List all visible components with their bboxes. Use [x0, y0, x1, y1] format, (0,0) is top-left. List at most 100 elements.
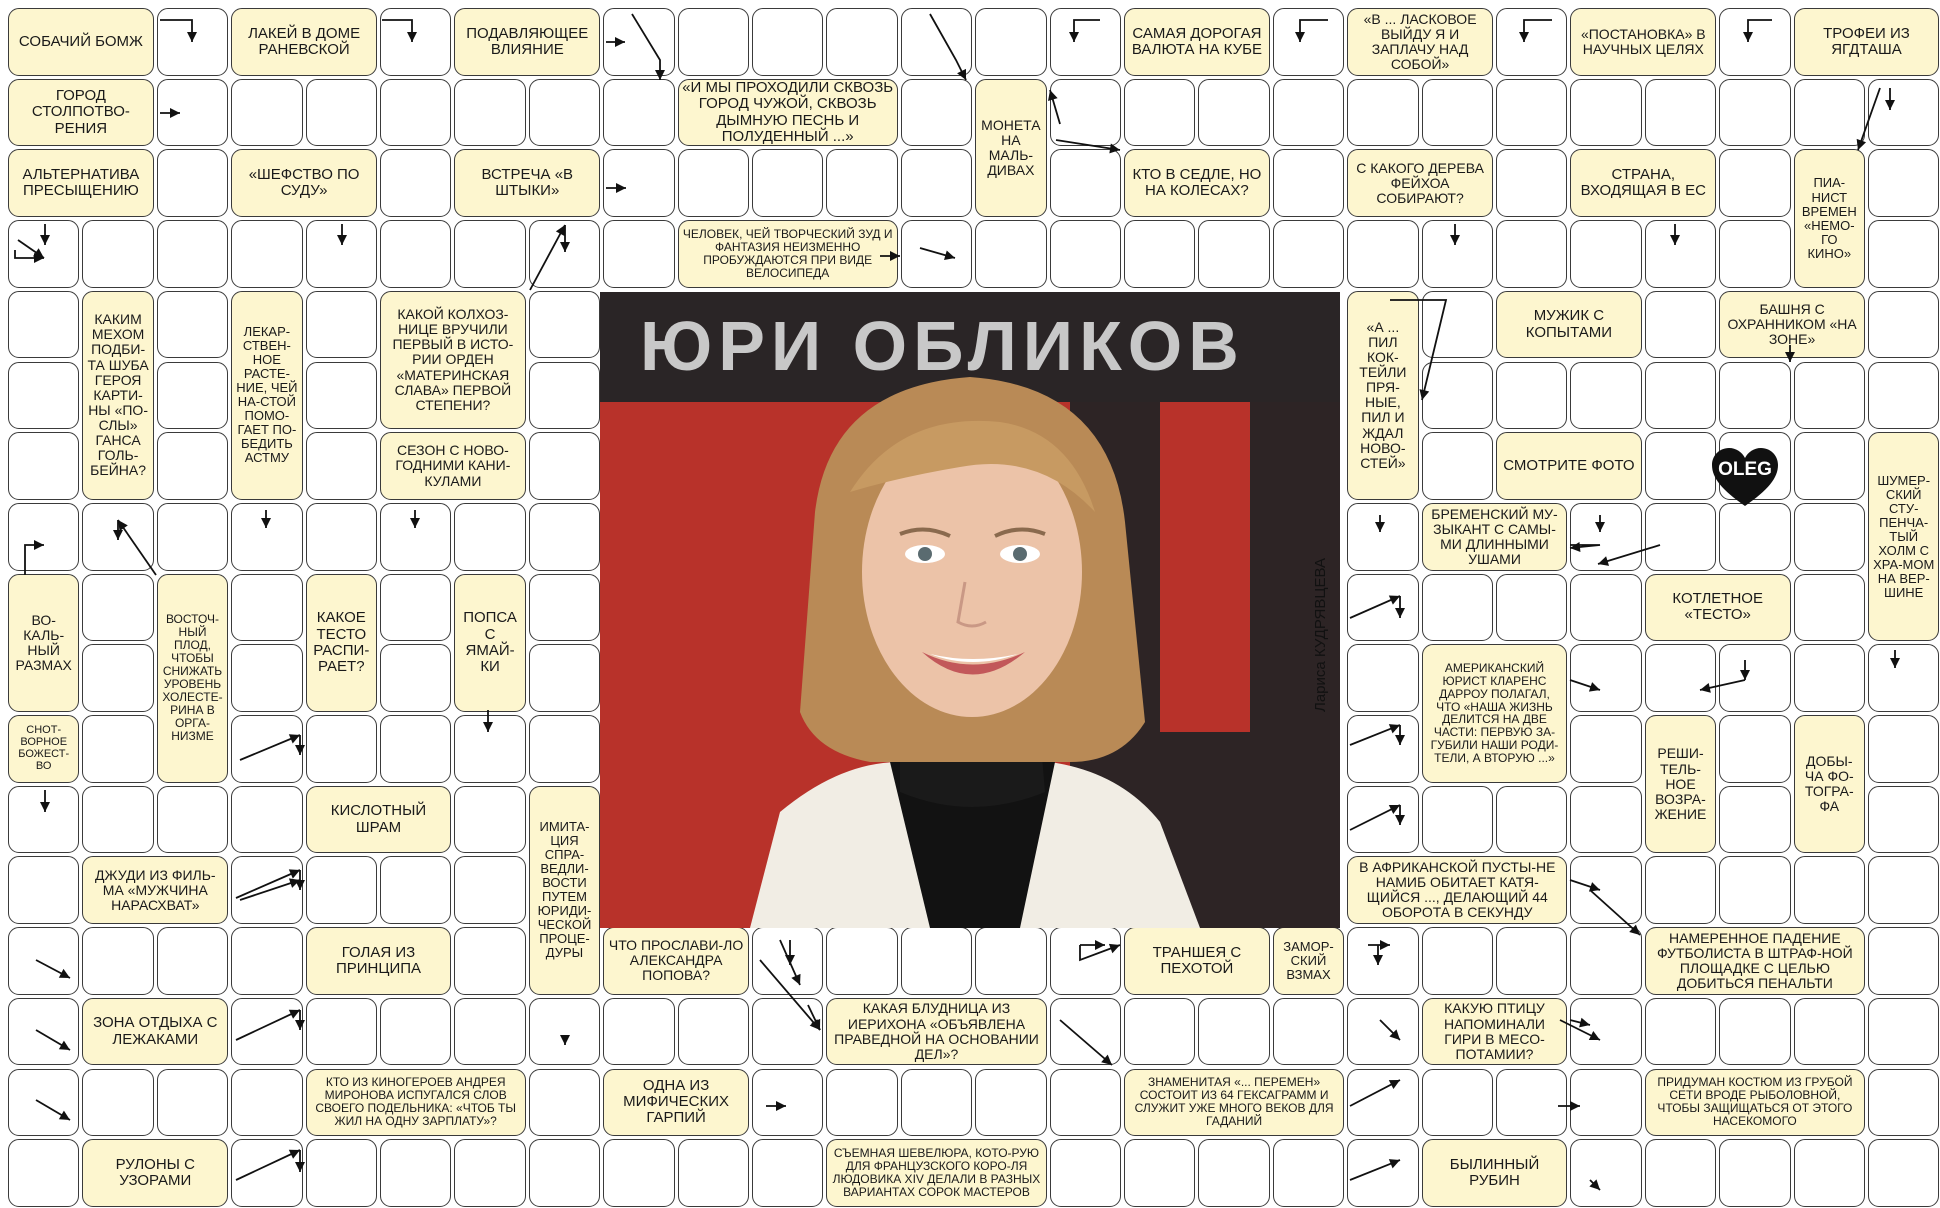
answer-cell[interactable] — [305, 997, 377, 1066]
answer-cell[interactable] — [900, 220, 973, 288]
answer-cell[interactable] — [1496, 785, 1568, 854]
answer-cell[interactable] — [82, 1068, 154, 1137]
answer-cell[interactable] — [305, 361, 377, 430]
answer-cell[interactable] — [1719, 856, 1791, 925]
answer-cell[interactable] — [1719, 361, 1791, 430]
answer-cell[interactable] — [900, 8, 973, 76]
answer-cell[interactable] — [8, 1139, 80, 1207]
answer-cell[interactable] — [1421, 78, 1493, 147]
answer-cell[interactable] — [231, 573, 303, 642]
answer-cell[interactable] — [454, 785, 526, 854]
answer-cell[interactable] — [1644, 856, 1717, 925]
answer-cell[interactable] — [603, 997, 675, 1066]
answer-cell[interactable] — [1868, 1068, 1940, 1137]
answer-cell[interactable] — [1793, 573, 1865, 642]
answer-cell[interactable] — [1868, 1139, 1940, 1207]
answer-cell[interactable] — [1868, 785, 1940, 854]
answer-cell[interactable] — [603, 149, 675, 218]
answer-cell[interactable] — [305, 290, 377, 359]
answer-cell[interactable] — [1644, 502, 1717, 571]
answer-cell[interactable] — [1347, 644, 1419, 712]
answer-cell[interactable] — [1049, 997, 1121, 1066]
answer-cell[interactable] — [231, 220, 303, 288]
answer-cell[interactable] — [1049, 8, 1121, 76]
answer-cell[interactable] — [1198, 1139, 1270, 1207]
answer-cell[interactable] — [752, 927, 824, 995]
answer-cell[interactable] — [1049, 220, 1121, 288]
answer-cell[interactable] — [1049, 1068, 1121, 1137]
answer-cell[interactable] — [8, 785, 80, 854]
answer-cell[interactable] — [1421, 573, 1493, 642]
answer-cell[interactable] — [1347, 502, 1419, 571]
answer-cell[interactable] — [1496, 149, 1568, 218]
answer-cell[interactable] — [1347, 715, 1419, 783]
answer-cell[interactable] — [380, 644, 452, 712]
answer-cell[interactable] — [826, 1068, 898, 1137]
answer-cell[interactable] — [752, 1068, 824, 1137]
answer-cell[interactable] — [454, 78, 526, 147]
answer-cell[interactable] — [1719, 785, 1791, 854]
answer-cell[interactable] — [305, 856, 377, 925]
answer-cell[interactable] — [1719, 502, 1791, 571]
answer-cell[interactable] — [454, 502, 526, 571]
answer-cell[interactable] — [1347, 1139, 1419, 1207]
answer-cell[interactable] — [1272, 997, 1345, 1066]
answer-cell[interactable] — [826, 149, 898, 218]
answer-cell[interactable] — [1272, 149, 1345, 218]
answer-cell[interactable] — [231, 78, 303, 147]
answer-cell[interactable] — [1496, 927, 1568, 995]
answer-cell[interactable] — [1719, 644, 1791, 712]
answer-cell[interactable] — [752, 8, 824, 76]
answer-cell[interactable] — [82, 644, 154, 712]
answer-cell[interactable] — [975, 220, 1047, 288]
answer-cell[interactable] — [1868, 290, 1940, 359]
answer-cell[interactable] — [1496, 220, 1568, 288]
answer-cell[interactable] — [528, 573, 601, 642]
answer-cell[interactable] — [528, 78, 601, 147]
answer-cell[interactable] — [1868, 927, 1940, 995]
answer-cell[interactable] — [1570, 1139, 1642, 1207]
answer-cell[interactable] — [1719, 78, 1791, 147]
answer-cell[interactable] — [82, 573, 154, 642]
answer-cell[interactable] — [826, 927, 898, 995]
answer-cell[interactable] — [975, 927, 1047, 995]
answer-cell[interactable] — [82, 927, 154, 995]
answer-cell[interactable] — [1719, 149, 1791, 218]
answer-cell[interactable] — [156, 361, 229, 430]
answer-cell[interactable] — [528, 715, 601, 783]
answer-cell[interactable] — [677, 997, 749, 1066]
answer-cell[interactable] — [1570, 644, 1642, 712]
answer-cell[interactable] — [1496, 361, 1568, 430]
answer-cell[interactable] — [156, 220, 229, 288]
answer-cell[interactable] — [82, 715, 154, 783]
answer-cell[interactable] — [156, 785, 229, 854]
answer-cell[interactable] — [528, 644, 601, 712]
answer-cell[interactable] — [1793, 78, 1865, 147]
answer-cell[interactable] — [528, 432, 601, 500]
answer-cell[interactable] — [677, 149, 749, 218]
answer-cell[interactable] — [1719, 997, 1791, 1066]
answer-cell[interactable] — [156, 502, 229, 571]
answer-cell[interactable] — [1272, 220, 1345, 288]
answer-cell[interactable] — [528, 502, 601, 571]
answer-cell[interactable] — [1272, 1139, 1345, 1207]
answer-cell[interactable] — [975, 8, 1047, 76]
answer-cell[interactable] — [305, 432, 377, 500]
answer-cell[interactable] — [1347, 220, 1419, 288]
answer-cell[interactable] — [1793, 432, 1865, 500]
answer-cell[interactable] — [8, 927, 80, 995]
answer-cell[interactable] — [1124, 1139, 1196, 1207]
answer-cell[interactable] — [1644, 644, 1717, 712]
answer-cell[interactable] — [454, 927, 526, 995]
answer-cell[interactable] — [1496, 78, 1568, 147]
answer-cell[interactable] — [1570, 715, 1642, 783]
answer-cell[interactable] — [1868, 149, 1940, 218]
answer-cell[interactable] — [975, 1068, 1047, 1137]
answer-cell[interactable] — [8, 997, 80, 1066]
answer-cell[interactable] — [1644, 997, 1717, 1066]
answer-cell[interactable] — [8, 1068, 80, 1137]
answer-cell[interactable] — [1793, 997, 1865, 1066]
answer-cell[interactable] — [752, 1139, 824, 1207]
answer-cell[interactable] — [1793, 502, 1865, 571]
answer-cell[interactable] — [1793, 361, 1865, 430]
